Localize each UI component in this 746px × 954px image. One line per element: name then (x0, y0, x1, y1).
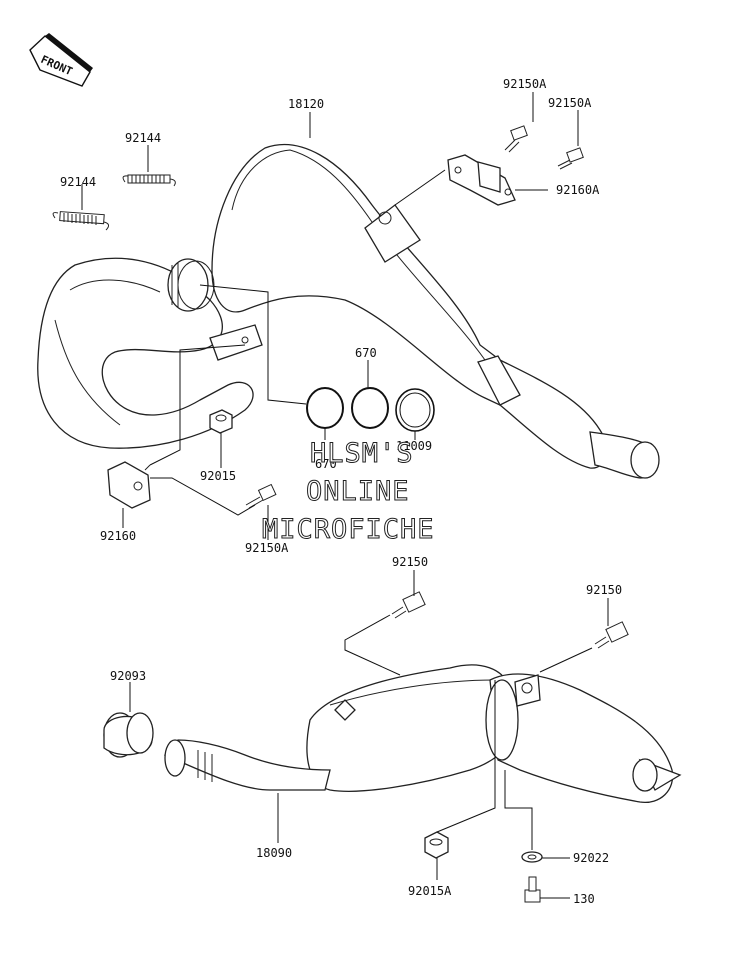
collar-92093 (103, 712, 154, 758)
label-92160: 92160 (100, 529, 136, 543)
label-18090: 18090 (256, 846, 292, 860)
label-92015A: 92015A (408, 884, 452, 898)
bolt-130 (524, 876, 541, 903)
watermark-line-1: HLSM'S (310, 438, 414, 469)
nut-92015 (209, 409, 233, 434)
label-670-a: 670 (355, 346, 377, 360)
label-92160A: 92160A (556, 183, 600, 197)
bolt-92150A-a (504, 125, 528, 153)
watermark-line-3: MICROFICHE (262, 514, 435, 545)
watermark: HLSM'S ONLINE MICROFICHE (262, 438, 435, 546)
label-18120: 18120 (288, 97, 324, 111)
head-pipe-18090 (163, 739, 331, 791)
label-130: 130 (573, 892, 595, 906)
spring-92144-lower (52, 211, 110, 231)
label-92022: 92022 (573, 851, 609, 865)
label-92150A-b: 92150A (548, 96, 592, 110)
expansion-chamber-18120 (37, 143, 660, 479)
label-92144-a: 92144 (125, 131, 161, 145)
nut-92015A (424, 831, 449, 859)
o-ring-670-a (306, 387, 344, 429)
bolt-92150-b (594, 621, 629, 649)
bolt-92150A-c (245, 483, 277, 509)
label-92150A-a: 92150A (503, 77, 547, 91)
label-92144-b: 92144 (60, 175, 96, 189)
label-92150-a: 92150 (392, 555, 428, 569)
label-11009: 11009 (396, 439, 432, 453)
label-670-b: 670 (315, 457, 337, 471)
label-92150-b: 92150 (586, 583, 622, 597)
leader-lines (81, 92, 609, 899)
front-arrow-icon: FRONT (29, 33, 93, 87)
o-ring-670-b (351, 387, 389, 429)
label-92150A-c: 92150A (245, 541, 289, 555)
silencer-assembly (306, 664, 682, 803)
spring-92144-upper (122, 174, 176, 187)
bolt-92150A-b (557, 147, 584, 170)
watermark-line-2: ONLINE (306, 476, 410, 507)
bracket-92160 (107, 461, 151, 509)
washer-92022 (521, 851, 543, 863)
bolt-92150-a (391, 591, 426, 619)
bracket-92160A (447, 154, 516, 206)
label-92093: 92093 (110, 669, 146, 683)
gasket-11009 (395, 388, 435, 432)
label-92015: 92015 (200, 469, 236, 483)
